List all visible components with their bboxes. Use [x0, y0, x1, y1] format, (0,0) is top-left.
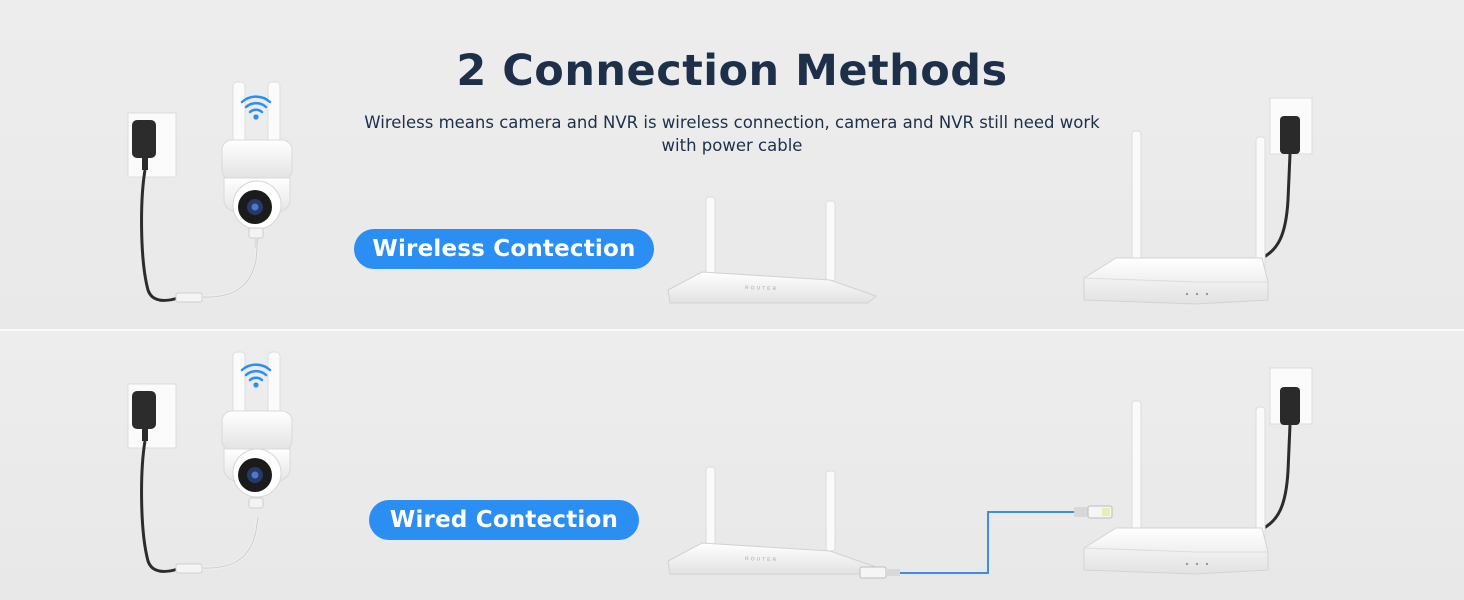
- page-subtitle: Wireless means camera and NVR is wireles…: [364, 113, 1100, 155]
- wifi-icon: [240, 95, 272, 120]
- camera-icon: [221, 351, 293, 509]
- svg-text:ROUTER: ROUTER: [745, 285, 778, 292]
- wireless-scene: ROUTER: [127, 81, 1313, 305]
- ethernet-cable: [900, 511, 1074, 574]
- ethernet-plug-icon: [1074, 505, 1113, 519]
- svg-text:ROUTER: ROUTER: [745, 556, 778, 563]
- wired-panel: ROUTER Wi: [0, 331, 1464, 600]
- power-adapter-icon: [127, 383, 260, 574]
- page-title: 2 Connection Methods: [456, 46, 1008, 96]
- power-adapter-icon: [127, 112, 260, 303]
- power-adapter-icon: [1261, 97, 1313, 260]
- camera-icon: [221, 81, 293, 248]
- nvr-icon: [1083, 130, 1269, 305]
- wifi-icon: [240, 363, 272, 388]
- ethernet-plug-icon: [859, 566, 900, 579]
- wireless-connection-badge: Wireless Contection: [354, 229, 654, 269]
- section-divider: [0, 329, 1464, 331]
- router-icon: ROUTER: [667, 466, 877, 575]
- power-adapter-icon: [1261, 367, 1313, 531]
- router-icon: ROUTER: [667, 196, 877, 304]
- wired-connection-badge: Wired Contection: [369, 500, 639, 540]
- wireless-panel: ROUTER 2 Connection Methods Wireless mea…: [0, 0, 1464, 329]
- wired-scene: ROUTER: [127, 351, 1313, 579]
- nvr-icon: [1083, 400, 1269, 575]
